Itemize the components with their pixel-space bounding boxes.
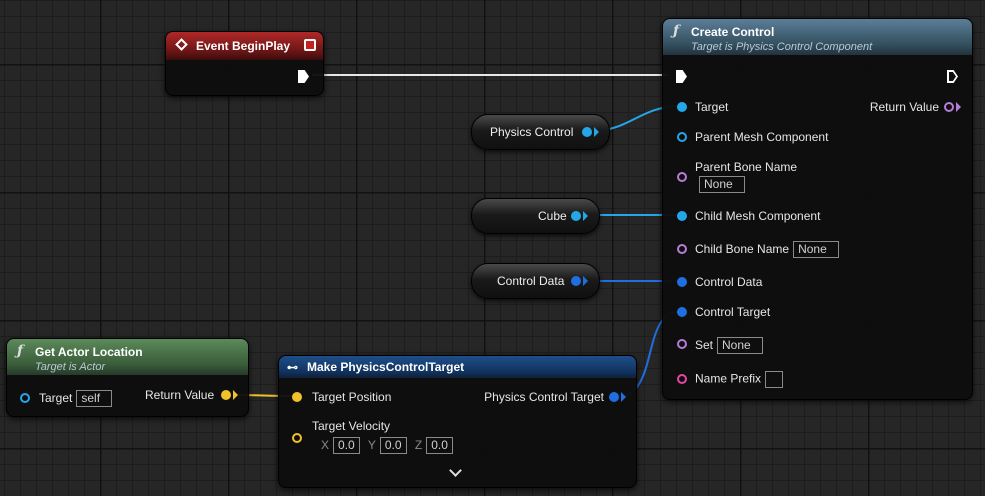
exec-out-pin[interactable] — [298, 70, 309, 83]
get-actor-location-header[interactable]: ƒ Get Actor Location Target is Actor — [7, 339, 248, 375]
actor-target-input[interactable]: self — [76, 390, 113, 407]
parent-bone-row: None — [695, 176, 745, 193]
chevron-down-icon[interactable] — [449, 464, 462, 477]
x-input[interactable]: 0.0 — [333, 437, 360, 454]
return-value-pin[interactable] — [944, 102, 954, 112]
target-pin[interactable] — [677, 102, 687, 112]
get-actor-location-node[interactable]: ƒ Get Actor Location Target is Actor Tar… — [6, 338, 249, 417]
child-bone-pin[interactable] — [677, 244, 687, 254]
make-target-title: Make PhysicsControlTarget — [307, 360, 465, 374]
get-actor-location-subtitle: Target is Actor — [35, 361, 106, 373]
return-value-label: Return Value — [869, 100, 939, 114]
set-label: Set — [695, 338, 714, 352]
make-physics-control-target-node[interactable]: ⊷ Make PhysicsControlTarget Target Posit… — [278, 355, 637, 488]
control-target-pin[interactable] — [677, 307, 687, 317]
event-beginplay-title: Event BeginPlay — [196, 39, 291, 53]
parent-bone-input[interactable]: None — [699, 176, 745, 193]
parent-mesh-label: Parent Mesh Component — [695, 130, 829, 144]
cube-out-pin[interactable] — [571, 211, 581, 221]
return-value-arrow — [956, 102, 961, 112]
control-data-variable[interactable]: Control Data — [471, 263, 600, 299]
exec-then-pin[interactable] — [947, 70, 958, 83]
actor-return-arrow — [233, 390, 238, 400]
cube-arrow — [583, 211, 588, 221]
create-control-header[interactable]: ƒ Create Control Target is Physics Contr… — [663, 19, 972, 55]
event-delegate-icon[interactable] — [304, 39, 316, 51]
control-data-out-pin[interactable] — [571, 276, 581, 286]
name-prefix-row: Name Prefix — [695, 371, 784, 388]
child-mesh-pin[interactable] — [677, 211, 687, 221]
control-data-var-label: Control Data — [497, 274, 565, 288]
cube-variable[interactable]: Cube — [471, 198, 600, 234]
event-diamond-icon — [175, 38, 188, 51]
set-input[interactable]: None — [717, 337, 764, 354]
actor-return-pin[interactable] — [221, 390, 231, 400]
set-pin[interactable] — [677, 339, 687, 349]
parent-bone-pin[interactable] — [677, 172, 687, 182]
target-position-label: Target Position — [312, 390, 392, 404]
name-prefix-label: Name Prefix — [695, 371, 762, 386]
physics-control-arrow — [594, 127, 599, 137]
actor-target-label: Target — [39, 391, 73, 405]
control-target-label: Control Target — [695, 305, 771, 319]
y-input[interactable]: 0.0 — [379, 437, 407, 454]
target-position-pin[interactable] — [292, 392, 302, 402]
make-target-header[interactable]: ⊷ Make PhysicsControlTarget — [279, 356, 636, 378]
target-velocity-pin[interactable] — [292, 433, 302, 443]
physics-control-label: Physics Control — [490, 125, 574, 139]
y-label: Y — [367, 438, 376, 452]
control-data-label: Control Data — [695, 275, 763, 289]
name-prefix-pin[interactable] — [677, 374, 687, 384]
function-icon: ƒ — [17, 343, 24, 359]
cube-label: Cube — [538, 209, 567, 223]
exec-in-pin[interactable] — [676, 70, 687, 83]
parent-mesh-pin[interactable] — [677, 132, 687, 142]
child-mesh-label: Child Mesh Component — [695, 209, 821, 223]
create-control-subtitle: Target is Physics Control Component — [691, 41, 873, 53]
event-beginplay-header[interactable]: Event BeginPlay — [166, 32, 323, 60]
create-control-node[interactable]: ƒ Create Control Target is Physics Contr… — [662, 18, 973, 400]
get-actor-location-title: Get Actor Location — [35, 345, 143, 359]
actor-return-label: Return Value — [145, 388, 215, 402]
create-control-title: Create Control — [691, 25, 775, 39]
actor-target-pin[interactable] — [20, 393, 30, 403]
z-label: Z — [414, 438, 423, 452]
function-icon: ƒ — [673, 23, 680, 39]
control-data-pin[interactable] — [677, 277, 687, 287]
name-prefix-input[interactable] — [765, 371, 784, 388]
x-label: X — [321, 438, 330, 452]
child-bone-input[interactable]: None — [793, 241, 840, 258]
child-bone-label: Child Bone Name — [695, 242, 790, 256]
physics-control-out-pin[interactable] — [582, 127, 592, 137]
parent-bone-label: Parent Bone Name — [695, 160, 798, 174]
physics-control-target-arrow — [621, 392, 626, 402]
control-data-arrow — [583, 276, 588, 286]
physics-control-target-label: Physics Control Target — [484, 390, 604, 404]
z-input[interactable]: 0.0 — [426, 437, 453, 454]
physics-control-target-pin[interactable] — [609, 392, 619, 402]
target-label: Target — [695, 100, 729, 114]
physics-control-variable[interactable]: Physics Control — [471, 114, 610, 150]
make-struct-icon: ⊷ — [287, 362, 298, 374]
target-velocity-label: Target Velocity — [312, 419, 391, 433]
event-beginplay-node[interactable]: Event BeginPlay — [165, 31, 324, 96]
